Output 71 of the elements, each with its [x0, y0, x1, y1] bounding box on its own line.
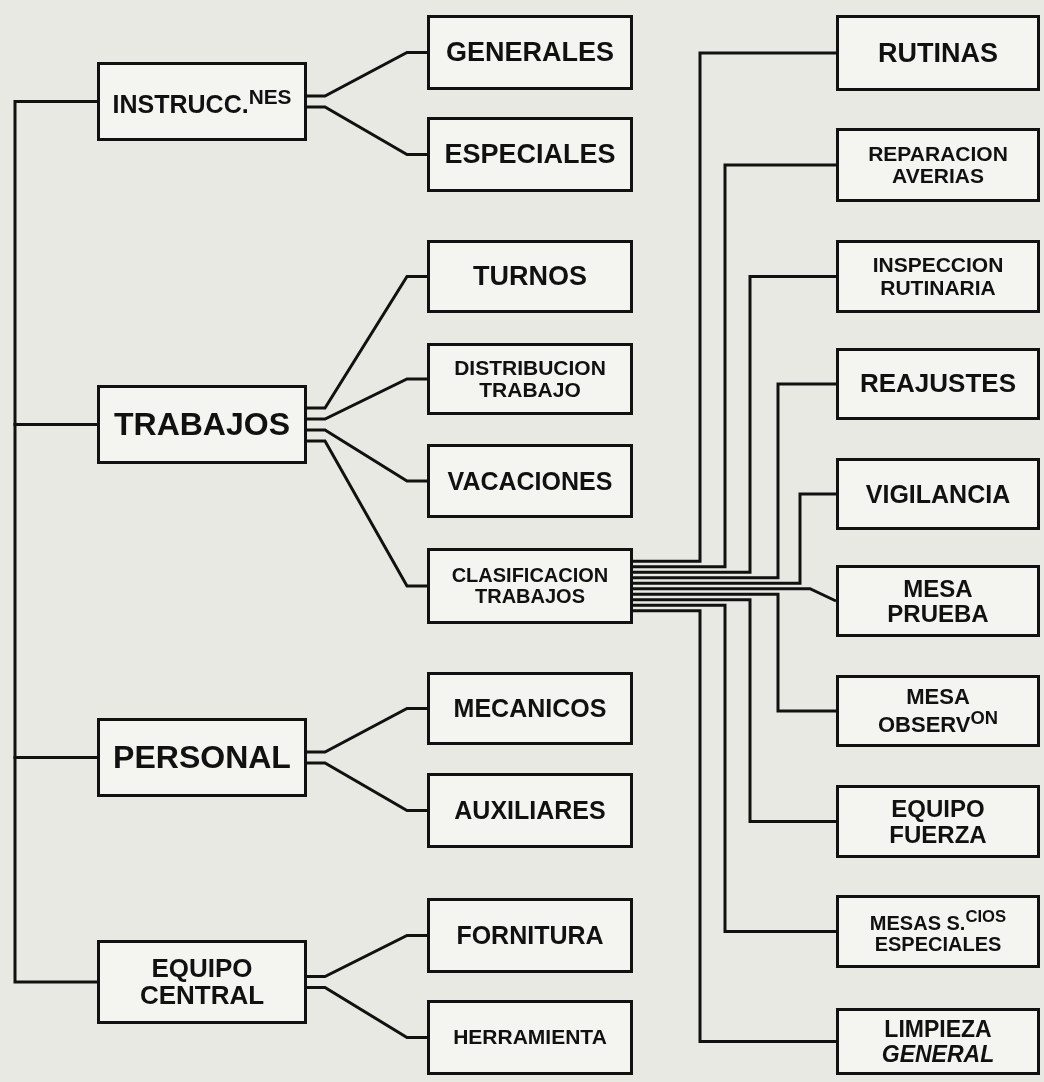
box-label: TURNOS	[473, 262, 587, 291]
label-box	[836, 15, 1040, 91]
connector-line	[633, 51, 836, 563]
box-label: RUTINAS	[878, 38, 998, 68]
connector-line	[307, 439, 427, 588]
label-box	[427, 773, 633, 848]
box-label: INSTRUCC.$^{NES}$	[112, 85, 292, 118]
box-label: TRABAJOS	[114, 407, 290, 442]
box-label: VIGILANCIA	[865, 480, 1011, 508]
connector-line	[13, 100, 97, 426]
box-label: VACACIONES	[447, 467, 613, 495]
label-box	[427, 548, 633, 624]
label-box	[836, 348, 1040, 420]
label-box	[836, 458, 1040, 530]
connector-line	[633, 275, 836, 574]
label-box	[427, 672, 633, 745]
box-label: EQUIPO CENTRAL	[138, 954, 266, 1010]
connector-line	[307, 707, 427, 754]
connector-line	[633, 163, 836, 569]
box-label: REAJUSTES	[859, 370, 1016, 398]
box-label: MESA OBSERV$^{ON}$	[877, 685, 999, 737]
label-box	[836, 1008, 1040, 1075]
box-label: REPARACION AVERIAS	[867, 142, 1009, 188]
label-box	[427, 444, 633, 518]
connector-line	[13, 423, 97, 759]
connector-line	[307, 275, 427, 410]
box-label: ESPECIALES	[444, 140, 616, 169]
label-box	[97, 940, 307, 1024]
box-label: LIMPIEZA GENERAL	[880, 1017, 996, 1066]
box-label: MECANICOS	[453, 695, 607, 722]
box-label: FORNITURA	[456, 922, 604, 949]
connector-line	[307, 761, 427, 812]
label-box	[427, 343, 633, 415]
connector-line	[307, 105, 427, 156]
box-label: DISTRIBUCION TRABAJO	[453, 356, 607, 402]
label-box	[427, 15, 633, 90]
label-box	[836, 785, 1040, 858]
connector-line	[633, 492, 836, 585]
box-label: PERSONAL	[113, 740, 291, 775]
connector-line	[633, 598, 836, 823]
label-box	[836, 895, 1040, 968]
label-box	[836, 675, 1040, 747]
label-box	[97, 385, 307, 464]
connector-line	[307, 377, 427, 421]
box-label: MESA PRUEBA	[886, 575, 990, 627]
box-label: AUXILIARES	[454, 797, 606, 824]
connector-line	[633, 382, 836, 580]
connector-line	[307, 51, 427, 98]
connector-line	[633, 603, 836, 933]
label-box	[97, 62, 307, 141]
connector-line	[633, 587, 837, 603]
box-label: GENERALES	[446, 38, 614, 67]
connector-line	[13, 756, 97, 984]
label-box	[427, 898, 633, 973]
connector-line	[307, 934, 427, 978]
label-box	[836, 128, 1040, 202]
connector-line	[633, 609, 836, 1043]
box-label: HERRAMIENTA	[453, 1026, 607, 1049]
box-label: CLASIFICACION TRABAJOS	[450, 565, 610, 607]
box-label: MESAS S.$^{CIOS}$ ESPECIALES	[868, 908, 1008, 955]
label-box	[836, 240, 1040, 313]
connector-line	[307, 986, 427, 1039]
label-box	[836, 565, 1040, 637]
box-label: INSPECCION RUTINARIA	[871, 254, 1005, 299]
box-label: EQUIPO FUERZA	[888, 796, 988, 847]
label-box	[427, 1000, 633, 1075]
connector-line	[307, 428, 427, 483]
label-box	[427, 117, 633, 192]
connector-line	[633, 592, 836, 713]
label-box	[97, 718, 307, 797]
label-box	[427, 240, 633, 313]
